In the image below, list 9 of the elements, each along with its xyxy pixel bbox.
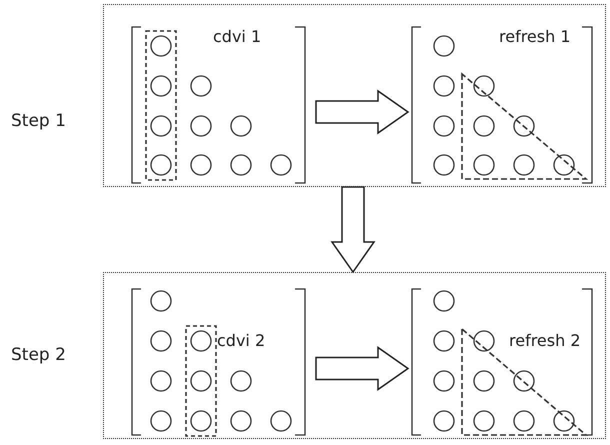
block-arrow (315, 346, 410, 391)
block-arrow (315, 90, 410, 134)
matrix-label: cdvi 1 (213, 27, 262, 46)
block-arrow (330, 186, 376, 274)
matrix-label: cdvi 2 (217, 331, 266, 350)
matrix-label: refresh 1 (499, 27, 571, 46)
step-label: Step 2 (11, 345, 66, 365)
matrix-label: refresh 2 (509, 331, 581, 350)
step-label: Step 1 (11, 111, 66, 131)
